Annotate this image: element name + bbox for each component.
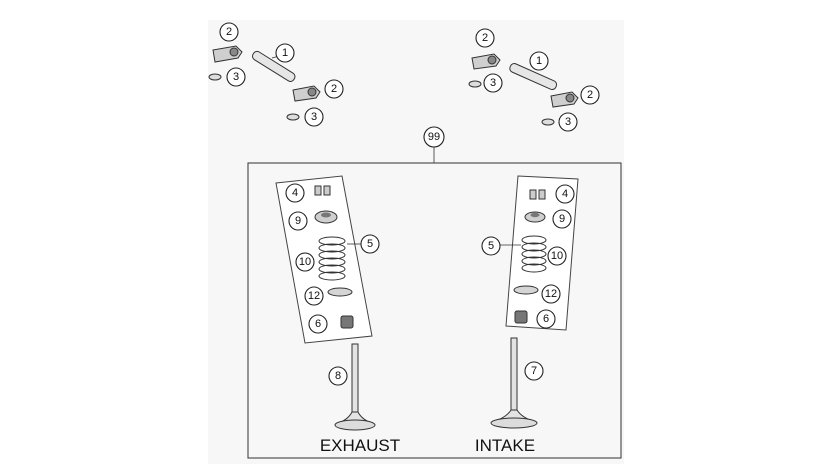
svg-text:4: 4	[562, 188, 568, 200]
callout-3-left-bottom: 3	[304, 107, 324, 127]
exhaust-spring	[318, 236, 346, 281]
svg-text:2: 2	[482, 32, 488, 44]
callout-9-exhaust: 9	[288, 211, 308, 231]
callout-12-intake: 12	[541, 284, 561, 304]
svg-text:5: 5	[367, 238, 373, 250]
valve-assembly-frame	[247, 162, 622, 459]
svg-text:1: 1	[282, 47, 288, 59]
callout-2-right-bottom: 2	[580, 85, 600, 105]
rocker-group-right: 1 2 3 2 3	[468, 28, 600, 132]
callout-3-right-top: 3	[483, 73, 503, 93]
svg-text:5: 5	[488, 240, 494, 252]
rocker-arm-left-top-bore	[229, 47, 239, 57]
svg-text:10: 10	[299, 256, 311, 268]
svg-text:10: 10	[551, 250, 563, 262]
callout-1-right: 1	[529, 51, 549, 71]
callout-12-exhaust: 12	[304, 286, 324, 306]
svg-text:6: 6	[543, 313, 549, 325]
svg-text:2: 2	[587, 89, 593, 101]
svg-text:3: 3	[311, 111, 317, 123]
callout-3-left-top: 3	[226, 67, 246, 87]
svg-text:9: 9	[559, 213, 565, 225]
washer-right-bottom	[541, 118, 555, 126]
callout-4-exhaust: 4	[285, 183, 305, 203]
callout-6-exhaust: 6	[308, 314, 328, 334]
washer-right-top	[468, 80, 482, 88]
intake-spring-seat	[513, 285, 539, 295]
callout-2-right-top: 2	[475, 28, 495, 48]
rocker-arm-left-bottom-bore	[307, 87, 317, 97]
washer-left-bottom	[286, 113, 300, 121]
svg-text:12: 12	[545, 288, 557, 300]
svg-text:99: 99	[428, 131, 440, 143]
rocker-shaft-right	[509, 63, 558, 91]
rocker-shaft-left	[252, 50, 296, 82]
exhaust-retainer-hole	[321, 212, 331, 218]
callout-8-exhaust: 8	[328, 366, 348, 386]
callout-1-left: 1	[275, 43, 295, 63]
callout-7-intake: 7	[524, 361, 544, 381]
exhaust-label: EXHAUST	[320, 436, 400, 455]
callout-3-right-bottom: 3	[558, 112, 578, 132]
callout-2-left-top: 2	[219, 22, 239, 42]
callout-99-assembly: 99	[423, 126, 445, 148]
svg-text:4: 4	[292, 187, 298, 199]
svg-text:6: 6	[315, 318, 321, 330]
svg-text:12: 12	[308, 290, 320, 302]
rocker-group-left: 1 2 3 2 3	[208, 22, 344, 127]
svg-text:9: 9	[295, 215, 301, 227]
intake-keeper-a	[529, 189, 537, 200]
intake-valve-seal	[514, 310, 528, 324]
rocker-arm-right-bottom-bore	[565, 93, 575, 103]
intake-retainer-hole	[530, 212, 540, 218]
intake-valve	[490, 337, 538, 429]
svg-text:8: 8	[335, 370, 341, 382]
svg-text:1: 1	[536, 55, 542, 67]
callout-5-exhaust: 5	[360, 234, 380, 254]
callout-10-exhaust: 10	[295, 252, 315, 272]
exhaust-keeper-b	[323, 185, 331, 196]
svg-text:3: 3	[490, 77, 496, 89]
callout-2-left-bottom: 2	[324, 79, 344, 99]
svg-text:3: 3	[233, 71, 239, 83]
callout-6-intake: 6	[536, 309, 556, 329]
svg-text:3: 3	[565, 116, 571, 128]
svg-text:2: 2	[331, 83, 337, 95]
exhaust-valve-seal	[340, 315, 354, 329]
intake-label: INTAKE	[475, 436, 535, 455]
callout-5-intake: 5	[481, 236, 501, 256]
svg-text:2: 2	[226, 26, 232, 38]
intake-spring	[521, 235, 547, 273]
exhaust-keeper-a	[314, 185, 322, 196]
rocker-arm-right-top-bore	[487, 55, 497, 65]
svg-text:7: 7	[531, 365, 537, 377]
washer-left-top	[208, 73, 222, 81]
intake-keeper-b	[538, 189, 546, 200]
exhaust-valve	[334, 343, 376, 431]
exhaust-spring-seat	[327, 287, 353, 297]
callout-10-intake: 10	[547, 246, 567, 266]
callout-9-intake: 9	[552, 209, 572, 229]
callout-4-intake: 4	[555, 184, 575, 204]
